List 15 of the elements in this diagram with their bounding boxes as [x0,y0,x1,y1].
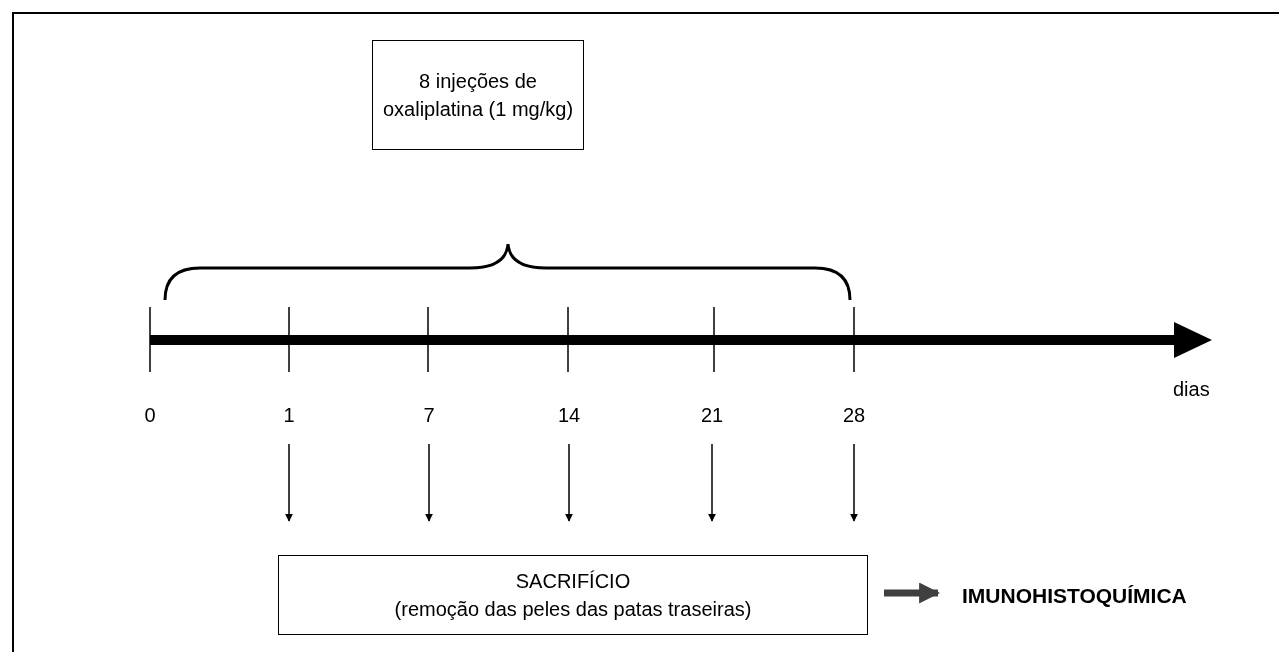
day-label: 0 [143,403,157,428]
day-label: 21 [692,400,732,430]
day-label: 14 [549,400,589,430]
day-label: 1 [269,400,309,430]
result-label: IMUNOHISTOQUÍMICA [962,580,1278,612]
arrow [850,443,858,522]
day-label: 7 [409,400,449,430]
arrow [425,443,433,522]
arrow [285,443,293,522]
arrow [565,443,573,522]
day-label: 28 [834,400,874,430]
axis-label: dias [1173,377,1210,402]
text-box: 8 injeções de oxaliplatina (1 mg/kg) [372,40,584,150]
text-box: SACRIFÍCIO (remoção das peles das patas traseiras) [278,555,868,635]
arrow [708,443,716,522]
